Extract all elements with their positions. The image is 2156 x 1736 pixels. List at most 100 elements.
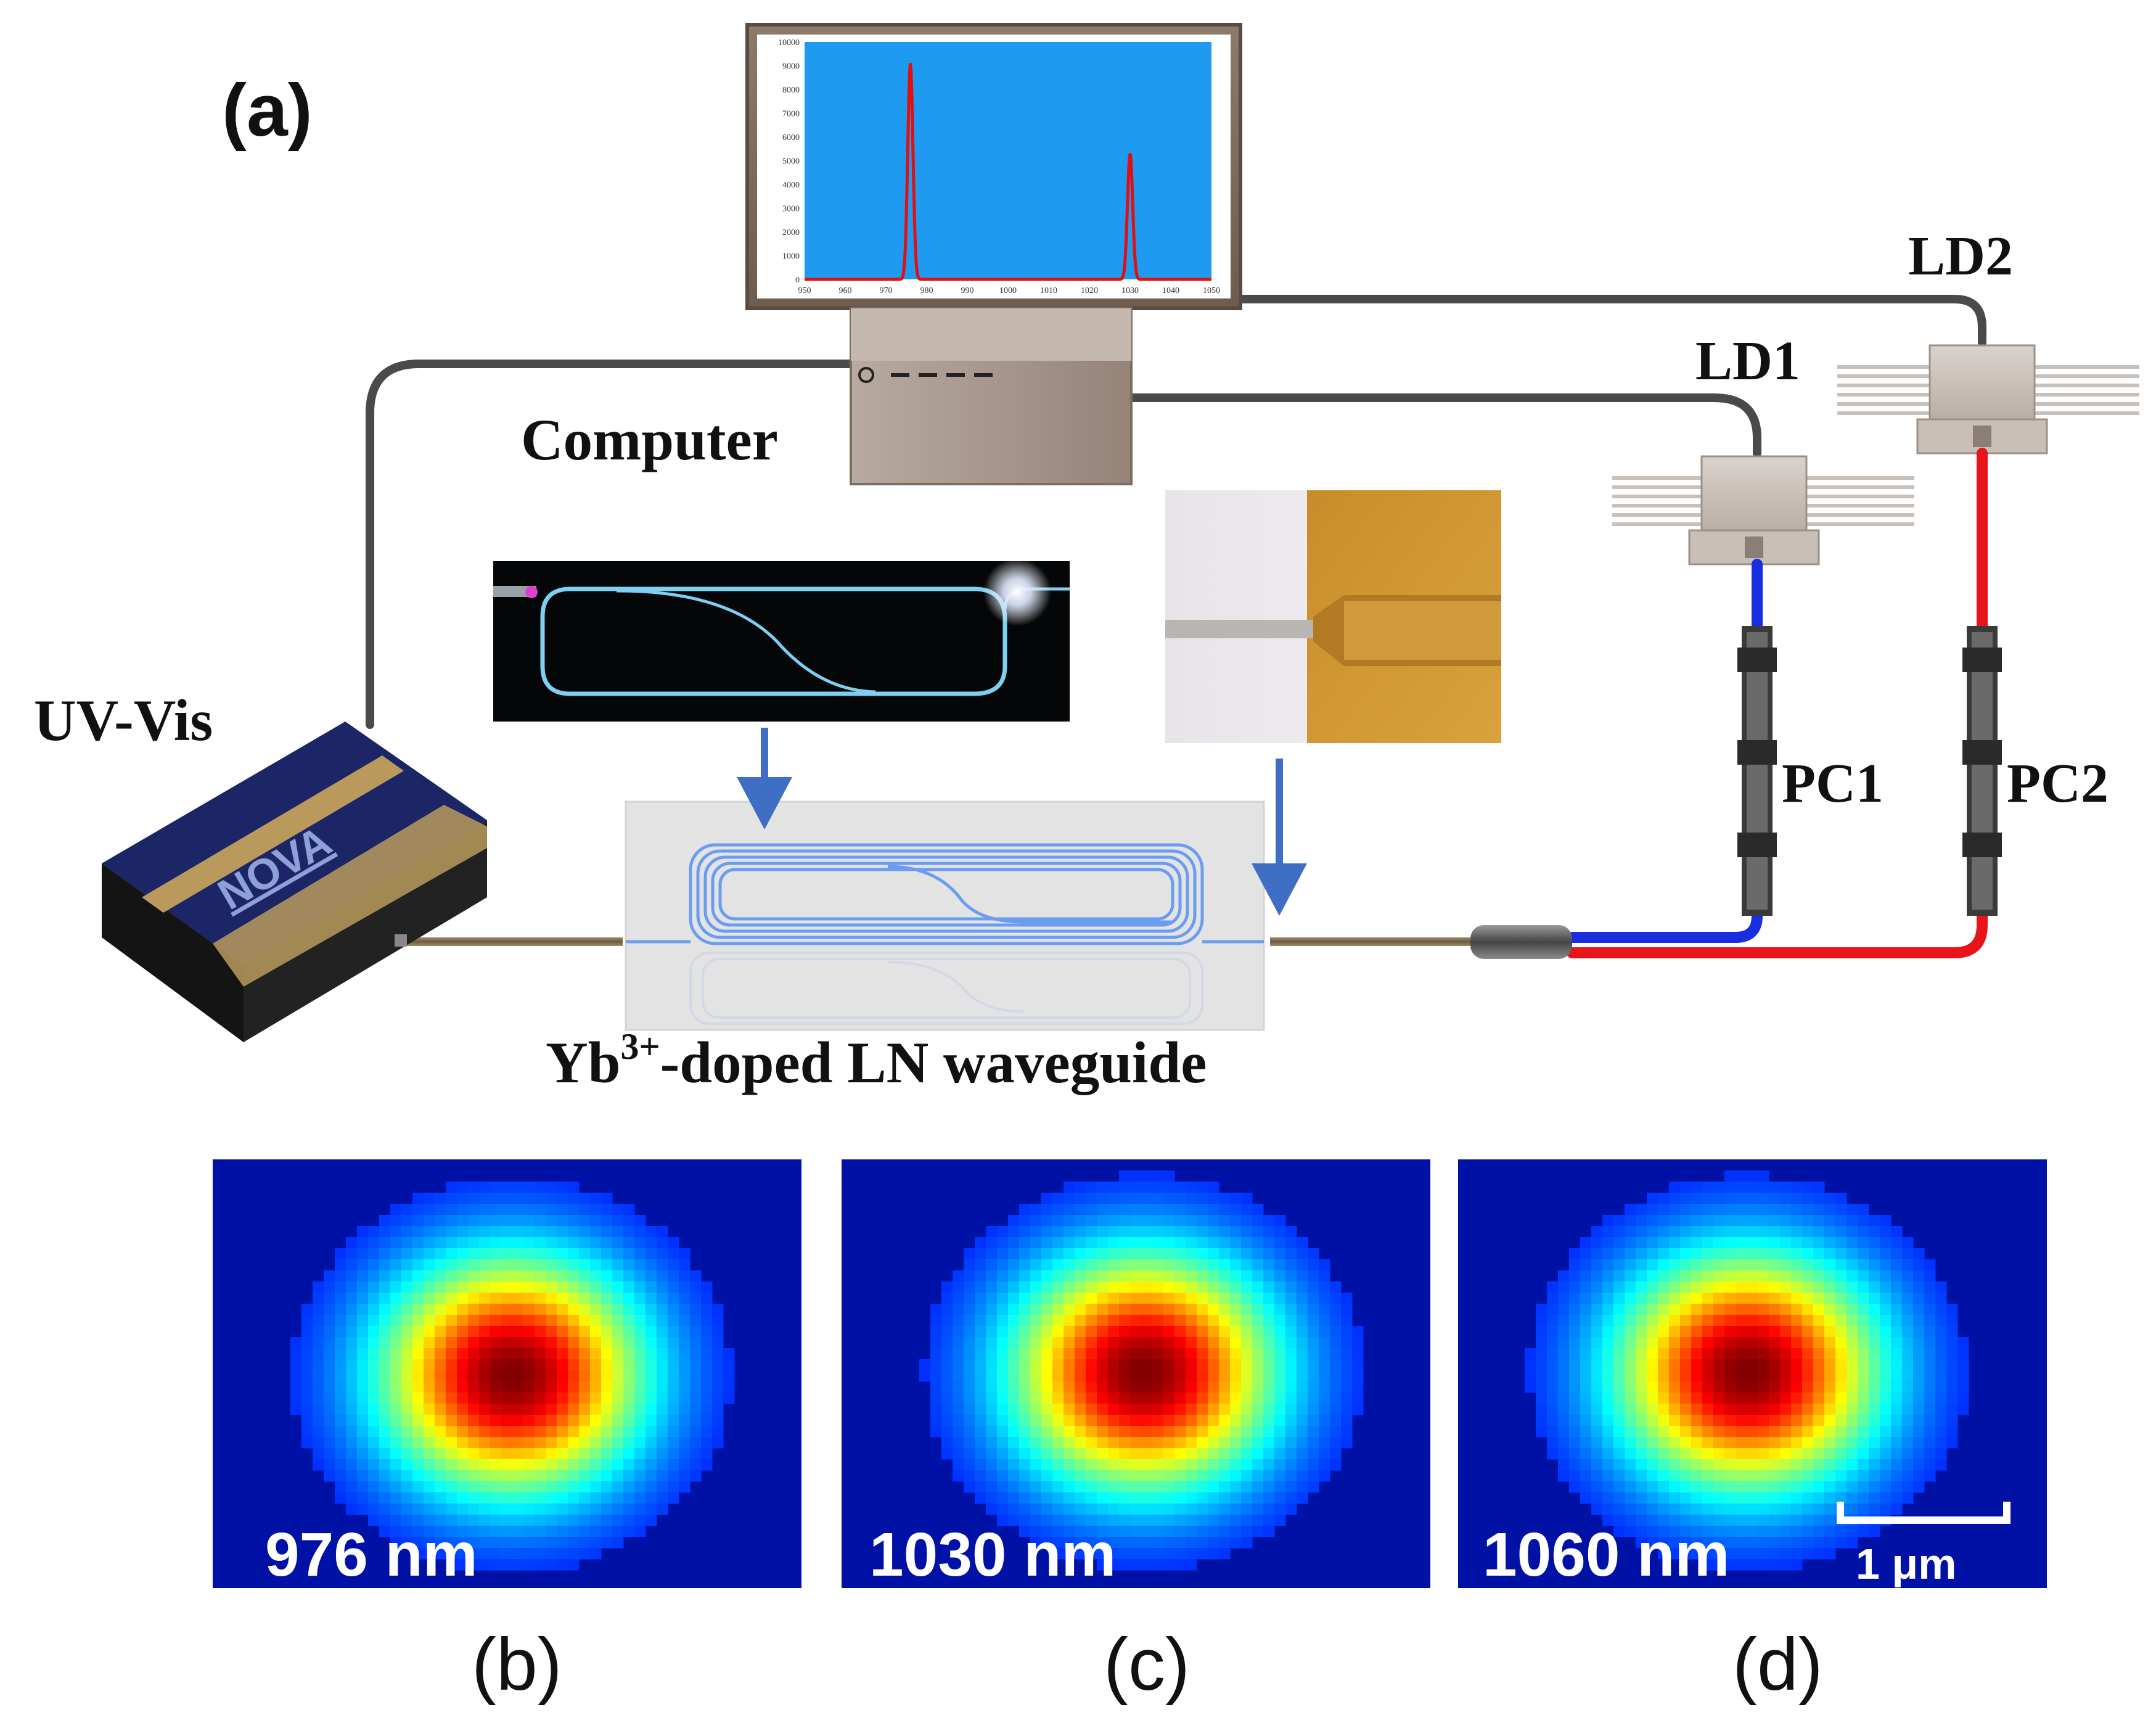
mode-pixel (490, 1193, 502, 1204)
mode-pixel (1052, 1259, 1064, 1271)
mode-pixel (1252, 1337, 1264, 1349)
mode-pixel (468, 1315, 480, 1327)
mode-pixel (1780, 1415, 1792, 1426)
mode-pixel (468, 1215, 480, 1227)
mode-pixel (1824, 1515, 1836, 1526)
mode-pixel (546, 1504, 557, 1515)
mode-pixel (1658, 1248, 1670, 1260)
mode-pixel (1780, 1237, 1792, 1249)
mode-pixel (546, 1270, 557, 1282)
mode-pixel (1208, 1526, 1219, 1537)
mode-pixel (468, 1193, 480, 1204)
mode-pixel (1052, 1226, 1064, 1238)
mode-pixel (390, 1315, 402, 1327)
mode-pixel (1052, 1270, 1064, 1282)
mode-pixel (424, 1481, 435, 1493)
mode-pixel (479, 1459, 491, 1471)
mode-pixel (668, 1459, 679, 1471)
mode-pixel (568, 1337, 580, 1349)
mode-pixel (1813, 1182, 1825, 1193)
mode-pixel (1913, 1426, 1925, 1438)
mode-pixel (523, 1370, 535, 1382)
mode-pixel (601, 1404, 613, 1415)
mode-pixel (1252, 1415, 1264, 1426)
mode-pixel (1847, 1237, 1858, 1249)
mode-pixel (1813, 1359, 1825, 1371)
mode-pixel (1580, 1270, 1592, 1282)
mode-pixel (1724, 1492, 1736, 1504)
mode-pixel (1702, 1337, 1714, 1349)
mode-pixel (1130, 1359, 1142, 1371)
mode-pixel (1030, 1293, 1042, 1304)
mode-pixel (1141, 1481, 1153, 1493)
mode-pixel (1274, 1259, 1286, 1271)
mode-pixel (1602, 1315, 1614, 1327)
mode-pixel (1769, 1204, 1781, 1216)
mode-pixel (557, 1504, 568, 1515)
mode-pixel (1680, 1370, 1692, 1382)
mode-pixel (1858, 1415, 1869, 1426)
mode-pixel (1097, 1415, 1109, 1426)
mode-pixel (1813, 1492, 1825, 1504)
mode-pixel (1075, 1437, 1086, 1449)
mode-pixel (368, 1304, 380, 1315)
mode-pixel (634, 1492, 646, 1504)
mode-pixel (1580, 1348, 1592, 1360)
mode-pixel (1935, 1315, 1947, 1327)
mode-pixel (657, 1226, 668, 1238)
mode-pixel (668, 1237, 679, 1249)
mode-pixel (701, 1437, 713, 1449)
mode-pixel (941, 1326, 953, 1338)
mode-pixel (1086, 1326, 1097, 1338)
mode-pixel (1625, 1348, 1636, 1360)
mode-pixel (1252, 1481, 1264, 1493)
mode-pixel (379, 1259, 391, 1271)
mode-pixel (1702, 1437, 1714, 1449)
mode-pixel (634, 1370, 646, 1382)
mode-pixel (1636, 1237, 1647, 1249)
mode-pixel (379, 1381, 391, 1393)
mode-pixel (535, 1370, 546, 1382)
mode-pixel (379, 1281, 391, 1293)
mode-pixel (1724, 1470, 1736, 1482)
mode-pixel (690, 1448, 702, 1460)
mode-pixel (941, 1404, 953, 1415)
mode-pixel (1680, 1448, 1692, 1460)
mode-pixel (1813, 1426, 1825, 1438)
mode-pixel (535, 1415, 546, 1426)
mode-pixel (1097, 1437, 1109, 1449)
mode-pixel (1691, 1193, 1703, 1204)
mode-pixel (1274, 1293, 1286, 1304)
mode-pixel (646, 1281, 657, 1293)
mode-pixel (579, 1270, 591, 1282)
mode-pixel (1724, 1215, 1736, 1227)
mode-pixel (1724, 1504, 1736, 1515)
mode-pixel (964, 1326, 975, 1338)
mode-pixel (579, 1348, 591, 1360)
mode-pixel (1647, 1481, 1658, 1493)
mode-pixel (997, 1470, 1009, 1482)
mode-pixel (1019, 1492, 1031, 1504)
mode-pixel (634, 1281, 646, 1293)
mode-pixel (964, 1415, 975, 1426)
mode-pixel (1691, 1248, 1703, 1260)
mode-pixel (1847, 1381, 1858, 1393)
mode-pixel (1824, 1481, 1836, 1493)
mode-pixel (634, 1448, 646, 1460)
mode-pixel (446, 1226, 457, 1238)
mode-pixel (997, 1337, 1009, 1349)
mode-pixel (1580, 1315, 1592, 1327)
mode-pixel (1152, 1381, 1164, 1393)
mode-pixel (1724, 1415, 1736, 1426)
mode-pixel (479, 1359, 491, 1371)
mode-pixel (1219, 1348, 1231, 1360)
mode-pixel (1625, 1492, 1636, 1504)
mode-pixel (1075, 1226, 1086, 1238)
mode-pixel (930, 1404, 942, 1415)
mode-pixel (1352, 1393, 1364, 1404)
mode-pixel (1030, 1470, 1042, 1482)
mode-pixel (997, 1492, 1009, 1504)
mode-pixel (1241, 1492, 1253, 1504)
mode-pixel (1680, 1270, 1692, 1282)
mode-pixel (634, 1437, 646, 1449)
